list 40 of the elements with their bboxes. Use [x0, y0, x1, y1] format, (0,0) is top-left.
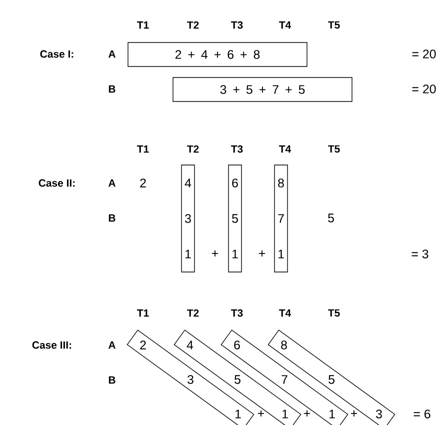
number: 2 [140, 178, 146, 188]
sum-box: 2 + 4 + 6 + 8 [128, 42, 308, 67]
column-heading: T4 [279, 145, 292, 153]
column-heading: T1 [137, 309, 149, 317]
sum-box: 3 + 5 + 7 + 5 [172, 77, 352, 102]
column-heading: T1 [137, 145, 149, 153]
plus-sign: + [212, 250, 218, 256]
case-title: Case I: [40, 50, 74, 58]
column-heading: T1 [137, 21, 149, 29]
column-heading: T2 [187, 309, 199, 317]
column-box: 8 7 1 [274, 164, 288, 272]
column-heading: T3 [231, 21, 243, 29]
number: 5 [328, 214, 334, 222]
row-label: B [108, 85, 116, 93]
sum-label: = 3 [412, 250, 428, 258]
column-heading: T4 [279, 309, 292, 317]
column-heading: T3 [231, 309, 243, 317]
sum-label: = 6 [414, 410, 430, 418]
plus-sign: + [350, 410, 358, 416]
column-heading: T5 [328, 21, 340, 29]
column-heading: T5 [328, 309, 340, 317]
plus-sign: + [258, 410, 264, 416]
column-box: 4 3 1 [181, 164, 195, 272]
column-heading: T3 [231, 145, 243, 153]
column-heading: T2 [187, 145, 199, 153]
row-label: A [108, 50, 116, 58]
row-label: B [108, 214, 116, 222]
sum-label: = 20 [412, 84, 436, 94]
row-label: A [108, 341, 116, 349]
plus-sign: + [258, 250, 266, 256]
column-box: 6 5 1 [228, 164, 242, 272]
case-title: Case III: [32, 341, 72, 349]
column-heading: T5 [328, 145, 340, 153]
column-heading: T4 [279, 21, 292, 29]
case-title: Case II: [38, 179, 75, 187]
row-label: A [108, 179, 116, 187]
row-label: B [108, 376, 116, 384]
column-heading: T2 [187, 21, 199, 29]
plus-sign: + [304, 410, 310, 416]
sum-label: = 20 [412, 50, 436, 58]
